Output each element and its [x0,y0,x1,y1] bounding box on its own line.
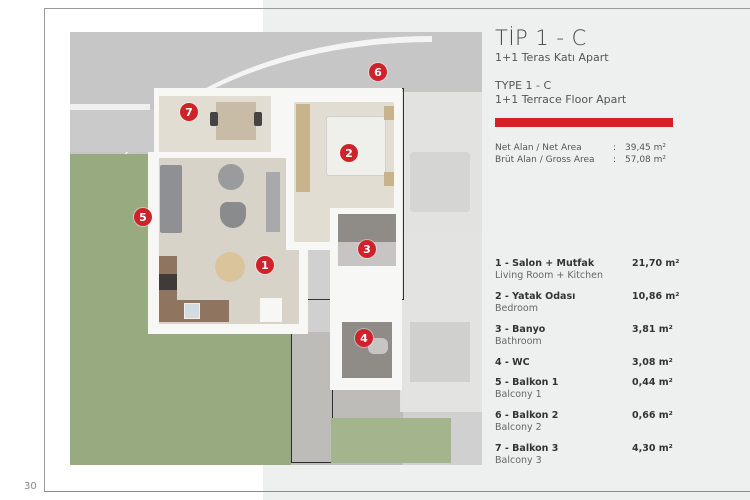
type-subtitle-english: 1+1 Terrace Floor Apart [495,93,627,106]
separator: : [613,143,617,153]
frame-line-top [44,8,750,9]
gross-area-row: Brüt Alan / Gross Area : 57,08 m² [495,155,666,165]
room-name: 5 - Balkon 1 [495,377,559,388]
accent-bar [495,118,673,127]
balcony-table [216,102,256,140]
net-area-label: Net Alan / Net Area [495,143,582,153]
wardrobe [296,104,310,192]
curb-edge [70,104,150,110]
type-subtitle: 1+1 Teras Katı Apart [495,51,609,64]
room-name: 2 - Yatak Odası [495,291,576,302]
room-name-english: Balcony 1 [495,389,542,400]
sink [184,303,200,319]
room-name: 6 - Balkon 2 [495,410,559,421]
frame-line-bottom [44,491,750,492]
dining-table [215,252,245,282]
plan-badge-6: 6 [369,63,387,81]
nightstand [384,172,394,186]
neighbor-bath [410,322,470,382]
gross-area-label: Brüt Alan / Gross Area [495,155,595,165]
room-item-living-kitchen: 1 - Salon + Mutfak Living Room + Kitchen… [495,258,725,281]
floor-plan-image: 1 2 3 4 5 6 7 [70,32,482,465]
frame-line-left [44,8,45,492]
fence [70,110,165,152]
room-name-english: Balcony 2 [495,422,542,433]
type-title-english: TYPE 1 - C [495,79,552,92]
room-item-balcony-3: 7 - Balkon 3 Balcony 3 4,30 m² [495,443,725,466]
room-area: 4,30 m² [632,443,673,454]
sofa [160,165,182,233]
room-area: 3,81 m² [632,324,673,335]
room-area: 10,86 m² [632,291,680,302]
gross-area-value: 57,08 m² [625,155,667,165]
room-item-balcony-2: 6 - Balkon 2 Balcony 2 0,66 m² [495,410,725,433]
type-title: TİP 1 - C [495,26,587,50]
room-area: 21,70 m² [632,258,680,269]
neighbor-bed [410,152,470,212]
room-area: 0,66 m² [632,410,673,421]
bed [326,116,386,176]
separator: : [613,155,617,165]
room-name: 4 - WC [495,357,530,368]
room-item-wc: 4 - WC 3,08 m² [495,357,725,368]
tv-unit [266,172,280,232]
room-item-balcony-1: 5 - Balkon 1 Balcony 1 0,44 m² [495,377,725,400]
room-name-english: Bathroom [495,336,542,347]
plan-badge-3: 3 [358,240,376,258]
toilet [368,338,388,354]
plan-badge-2: 2 [340,144,358,162]
plan-badge-1: 1 [256,256,274,274]
plan-badge-7: 7 [180,103,198,121]
net-area-row: Net Alan / Net Area : 39,45 m² [495,143,666,153]
plan-badge-4: 4 [355,329,373,347]
room-name: 1 - Salon + Mutfak [495,258,595,269]
room-name-english: Living Room + Kitchen [495,270,604,281]
room-name: 3 - Banyo [495,324,546,335]
room-name: 7 - Balkon 3 [495,443,559,454]
terrace-grass [331,418,451,463]
page-number: 30 [24,481,37,492]
round-rug [218,164,244,190]
fridge [260,298,282,322]
net-area-value: 39,45 m² [625,143,667,153]
terrace-boundary [291,332,333,463]
room-area: 0,44 m² [632,377,673,388]
plan-badge-5: 5 [134,208,152,226]
armchair [220,202,246,228]
room-item-bedroom: 2 - Yatak Odası Bedroom 10,86 m² [495,291,725,314]
room-name-english: Bedroom [495,303,538,314]
cooktop [159,274,177,290]
room-area: 3,08 m² [632,357,673,368]
room-item-bathroom: 3 - Banyo Bathroom 3,81 m² [495,324,725,347]
balcony-chair [210,112,218,126]
balcony-chair [254,112,262,126]
nightstand [384,106,394,120]
room-name-english: Balcony 3 [495,455,542,466]
